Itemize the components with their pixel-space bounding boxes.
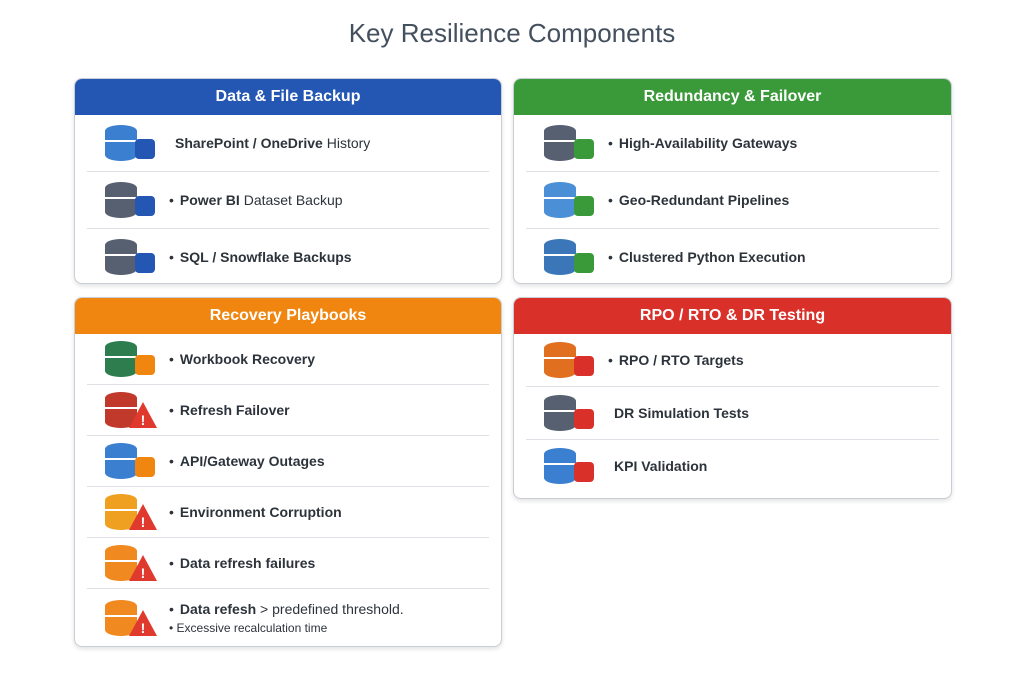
item-text: • API/Gateway Outages [169, 453, 325, 469]
list-item: ! • Refresh Failover [87, 385, 489, 436]
bullet: • [608, 135, 613, 151]
svg-text:!: ! [141, 620, 146, 636]
list-item: SharePoint / OneDrive History [87, 115, 489, 172]
card-rpo-rto-dr-testing: RPO / RTO & DR Testing • RPO / RTO Target… [513, 297, 952, 499]
item-label-bold: High-Availability Gateways [618, 135, 798, 151]
item-text: • Data refesh > predefined threshold. • E… [169, 601, 404, 635]
item-label-bold: Power BI [179, 192, 240, 208]
list-item: • Geo-Redundant Pipelines [526, 172, 939, 229]
bullet: • [169, 192, 174, 208]
cloud-gateway-icon [105, 443, 155, 479]
chart-magnifier-icon [544, 448, 594, 484]
item-label-bold: Geo-Redundant Pipelines [618, 192, 790, 208]
dashboard-warning-icon: ! [105, 545, 157, 581]
bullet: • [169, 351, 174, 367]
item-text: • Power BI Dataset Backup [169, 192, 343, 208]
item-label-rest: History [322, 135, 371, 151]
list-item: KPI Validation [526, 440, 939, 492]
svg-text:!: ! [141, 514, 146, 530]
svg-text:!: ! [141, 412, 146, 428]
item-label-bold: Environment Corruption [179, 504, 342, 520]
list-item: • RPO / RTO Targets [526, 334, 939, 387]
cloud-pipeline-icon [544, 182, 594, 218]
list-item: ! • Data refesh > predefined threshold. •… [87, 589, 489, 646]
item-text: DR Simulation Tests [608, 405, 749, 421]
item-text: • Refresh Failover [169, 402, 290, 418]
item-label-bold: DR Simulation Tests [614, 405, 750, 421]
card-header: RPO / RTO & DR Testing [514, 298, 951, 334]
card-header: Data & File Backup [75, 79, 501, 115]
bullet: • [169, 555, 174, 571]
clipboard-clock-icon [544, 342, 594, 378]
item-label-bold: Clustered Python Execution [618, 249, 806, 265]
list-item: • Workbook Recovery [87, 334, 489, 385]
bullet: • [169, 453, 174, 469]
item-label-bold: SharePoint / OneDrive [175, 135, 323, 151]
excel-wrench-icon [105, 341, 155, 377]
database-snowflake-icon [105, 239, 155, 275]
list-item: • API/Gateway Outages [87, 436, 489, 487]
card-data-file-backup: Data & File Backup SharePoint / OneDrive… [74, 78, 502, 284]
window-warning-icon: ! [105, 494, 157, 530]
item-text: • Environment Corruption [169, 504, 342, 520]
item-label-bold: API/Gateway Outages [179, 453, 325, 469]
item-label-rest: > predefined threshold. [256, 601, 404, 617]
item-label-bold: Refresh Failover [179, 402, 290, 418]
item-sub-label: • Excessive recalculation time [169, 621, 328, 635]
item-text: • Data refresh failures [169, 555, 315, 571]
python-cluster-icon [544, 239, 594, 275]
list-item: DR Simulation Tests [526, 387, 939, 440]
bullet: • [169, 504, 174, 520]
item-label-rest: Dataset Backup [239, 192, 343, 208]
bullet: • [169, 601, 174, 617]
list-item: ! • Data refresh failures [87, 538, 489, 589]
page-title: Key Resilience Components [348, 18, 676, 48]
item-text: KPI Validation [608, 458, 707, 474]
database-upload-icon [544, 125, 594, 161]
server-shield-icon [544, 395, 594, 431]
item-label-bold: Data refresh failures [179, 555, 316, 571]
card-header: Recovery Playbooks [75, 298, 501, 334]
card-recovery-playbooks: Recovery Playbooks • Workbook Recovery ! … [74, 297, 502, 647]
item-label-bold: KPI Validation [614, 458, 708, 474]
database-warning-icon: ! [105, 600, 157, 636]
item-text: • SQL / Snowflake Backups [169, 249, 352, 265]
list-item: • SQL / Snowflake Backups [87, 229, 489, 283]
bullet: • [608, 249, 613, 265]
item-label-bold: Data refesh [179, 601, 257, 617]
card-header: Redundancy & Failover [514, 79, 951, 115]
item-label-bold: RPO / RTO Targets [618, 352, 744, 368]
database-alert-icon: ! [105, 392, 157, 428]
bullet: • [169, 402, 174, 418]
bullet: • [608, 352, 613, 368]
svg-text:!: ! [141, 565, 146, 581]
bullet: • [169, 249, 174, 265]
item-text: • Clustered Python Execution [608, 249, 806, 265]
database-powerbi-icon [105, 182, 155, 218]
cloud-files-icon [105, 125, 155, 161]
item-text: • RPO / RTO Targets [608, 352, 744, 368]
list-item: ! • Environment Corruption [87, 487, 489, 538]
list-item: • Clustered Python Execution [526, 229, 939, 283]
card-redundancy-failover: Redundancy & Failover • High-Availability… [513, 78, 952, 284]
list-item: • High-Availability Gateways [526, 115, 939, 172]
item-label-bold: Workbook Recovery [179, 351, 316, 367]
item-text: • Geo-Redundant Pipelines [608, 192, 789, 208]
item-text: SharePoint / OneDrive History [169, 135, 370, 151]
item-text: • High-Availability Gateways [608, 135, 797, 151]
list-item: • Power BI Dataset Backup [87, 172, 489, 229]
item-label-bold: SQL / Snowflake Backups [179, 249, 352, 265]
bullet: • [608, 192, 613, 208]
item-text: • Workbook Recovery [169, 351, 315, 367]
